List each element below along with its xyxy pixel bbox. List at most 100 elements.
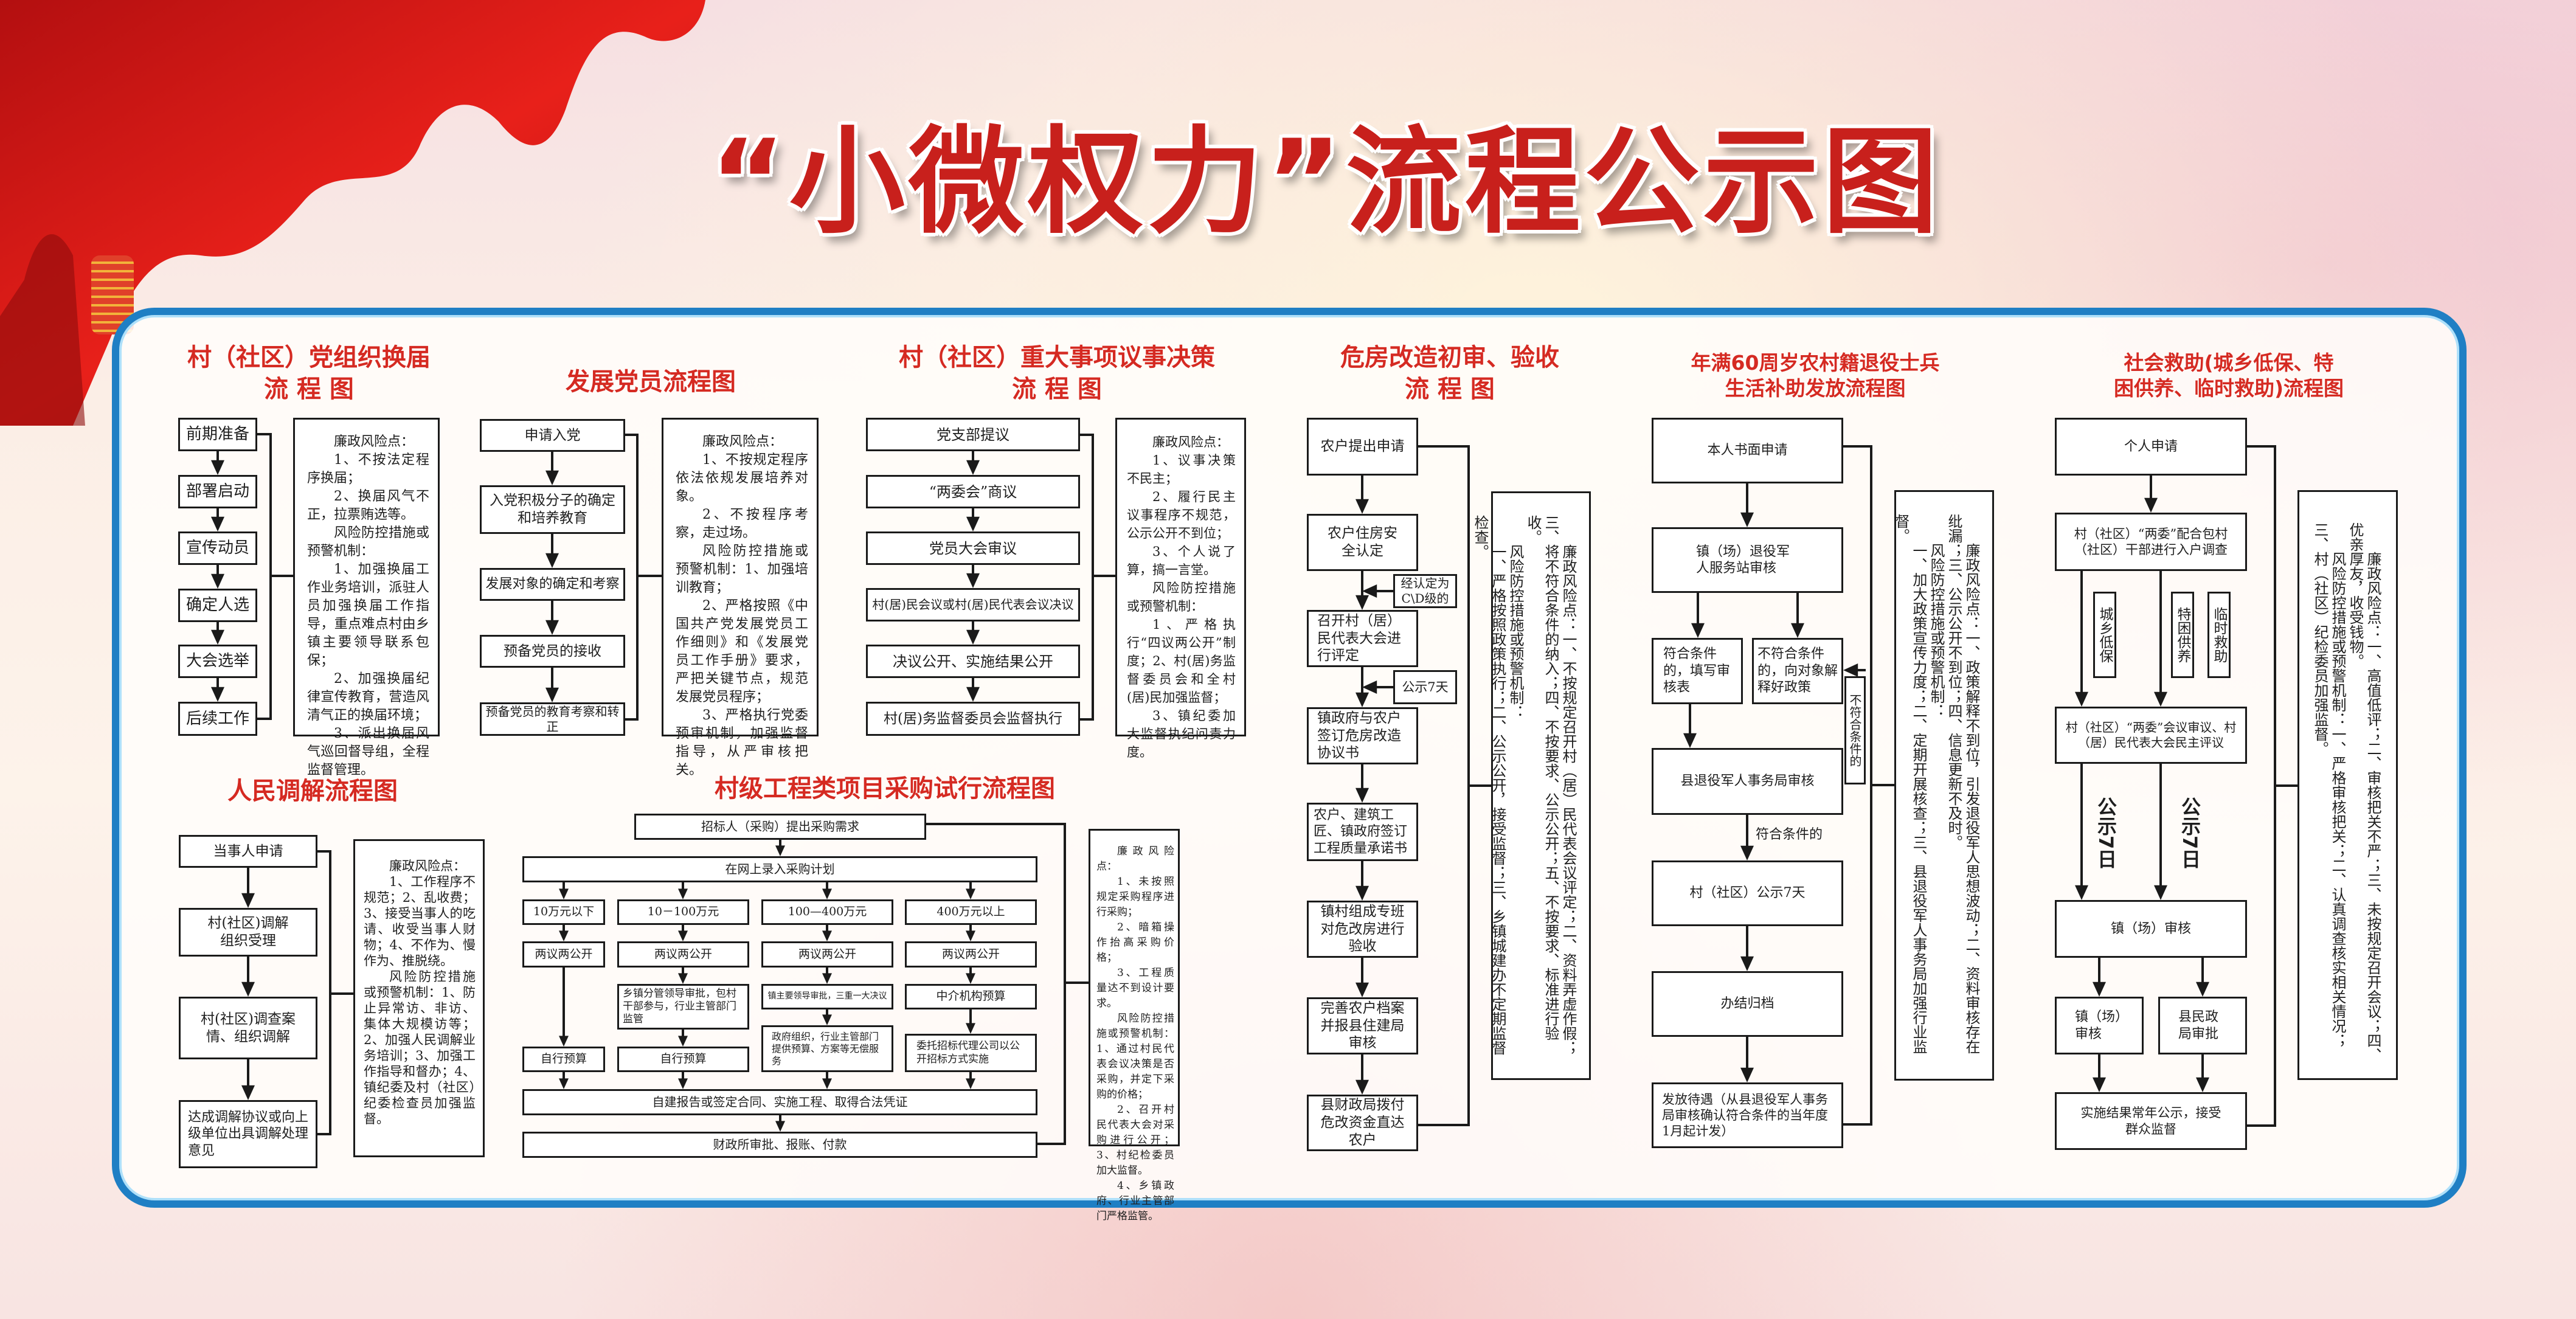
risk-text: 2、换届风气不正，拉票贿选等。 [307,489,429,522]
flow-note: 公示7天 [1393,670,1457,704]
arrow-head-icon [1362,680,1377,694]
arrow-head-icon [211,687,224,702]
flow-step: 本人书面申请 [1652,418,1843,483]
arrow-head-icon [2093,981,2106,997]
flow-step: 发展对象的确定和考察 [480,568,625,601]
section-title-line: 村（社区）党组织换届 [187,344,431,372]
risk-text-vertical: 廉政风险点：一、政策解释不到位，引发退役军人思想波动；二、资料审核存在纰漏；三、… [1892,514,1980,1067]
arrow-head-icon [1356,499,1369,514]
arrow-head-icon [2093,1077,2106,1092]
flow-step: 县民政局审批 [2158,997,2247,1054]
flow-step: 自建报告或签定合同、实施工程、取得合法凭证 [522,1089,1037,1115]
risk-text-vertical: 廉政风险点：一、不按规定召开村（居）民代表会议评定；二、资料弄虚作假；三、将不符… [1471,515,1577,1068]
arrow-head-icon [2154,691,2167,707]
arrow-head-icon [822,1078,832,1089]
risk-text: 风险防控措施或预警机制：1、通过村民代表会议决策是否采购，并定下采购的价格； [1096,1013,1174,1101]
flow-step: 乡镇分管领导审批，包村干部参与，行业主管部门监管 [617,984,749,1030]
section-title: 村（社区）党组织换届 流 程 图 [157,342,461,405]
flow-step: 两议两公开 [617,941,749,968]
arrow-head-icon [822,1014,832,1025]
risk-text: 风险防控措施或预警机制： [1928,543,1945,718]
flow-step: 自行预算 [522,1047,605,1072]
arrow-head-icon [966,930,975,941]
flow-step: 镇主要领导审批，三重一大决议 [761,984,893,1009]
flow-step: 自行预算 [617,1047,749,1072]
bracket-connector [317,850,331,1135]
flow-step: 镇（场）审核 [2055,997,2144,1054]
flow-step: 县财政局拨付危改资金直达农户 [1307,1095,1418,1151]
category-tag: 城乡低保 [2093,592,2116,678]
bracket-connector [1080,434,1094,721]
risk-text: 2、严格按照《中国共产党发展党员工作细则》和《发展党员工作手册》要求，严把关键节… [676,598,808,705]
arrow-head-icon [2075,691,2088,707]
arrow-head-icon [678,1078,688,1089]
risk-text-vertical: 廉政风险点：一、高值低评；二、审核把关不严；三、未按规定召开会议；四、优亲厚友，… [2311,522,2381,1076]
risk-text: 2、加强换届纪律宣传教育，营造风清气正的换届环境； [307,671,429,723]
arrow-head-icon [211,573,224,589]
risk-text: 风险防控措施或预警机制： [307,525,429,559]
arrow-head-icon [678,973,688,984]
arrow-head-icon [545,687,559,702]
arrow-head-icon [1740,512,1754,527]
flow-step: 两议两公开 [905,941,1037,968]
risk-box: 廉政风险点： 1、工作程序不规范；2、乱收费；3、接受当事人的吃请、收受当事人财… [353,839,485,1157]
eligible-label: 符合条件的 [1756,827,1823,842]
arrow-head-icon [1356,885,1369,901]
flow-step: 县退役军人事务局审核 [1652,748,1843,815]
risk-text: 风险防控措施或预警机制： [1507,544,1524,719]
section-title-line: 生活补助发放流程图 [1725,376,1906,400]
arrow-head-icon [1356,595,1369,610]
risk-text: 2、履行民主议事程序不规范，公示公开不到位； [1127,490,1236,541]
risk-text: 3、严格执行党委预审机制，加强监督指导，从严审核把关。 [676,708,808,778]
section-title-line: 年满60周岁农村籍退役士兵 [1691,351,1940,375]
flow-step: 镇政府与农户签订危房改造协议书 [1307,707,1418,764]
arrow-head-icon [1362,584,1377,598]
arrow-head-icon [2196,1077,2209,1092]
arrow-head-icon [545,470,559,485]
publicity-label: 公示7日 [2178,797,2201,869]
section-title: 社会救助(城乡低保、特 困供养、临时救助)流程图 [2086,350,2372,401]
section-title-line: 流 程 图 [264,375,354,403]
flow-step: 确定人选 [178,589,257,622]
arrow-head-icon [1691,623,1705,638]
arrow-head-icon [966,516,980,531]
section-title-line: 危房改造初审、验收 [1340,344,1559,372]
risk-text: 1、未按照规定采购程序进行采购； [1096,876,1174,918]
arrow-head-icon [966,888,975,899]
risk-text: 1、不按规定程序依法依规发展培养对象。 [676,452,808,504]
amount-range: 10－100万元 [617,899,749,925]
flow-step: 前期准备 [178,418,257,451]
flow-step: 村(居)务监督委员会监督执行 [866,702,1080,736]
arrow-head-icon [559,888,569,899]
section-title: 发展党员流程图 [566,368,736,396]
arrow-head-icon [1843,663,1858,677]
risk-text: 廉政风险点：一、高值低评；二、审核把关不严；三、未按规定召开会议；四、优亲厚友，… [2347,522,2381,1062]
risk-text: 4、乡镇政府、行业主管部门严格监管。 [1096,1180,1174,1222]
risk-text: 1、议事决策不民主； [1127,453,1236,486]
flow-step: 农户、建筑工匠、镇政府签订工程质量承诺书 [1307,803,1418,861]
flow-step: 大会选举 [178,645,257,678]
risk-text: 廉政风险点： [702,434,783,449]
arrow-head-icon [545,620,559,635]
risk-text: 1、严格执行“四议两公开”制度；2、村(居)务监督委员会和全村(居)民加强监督； [1127,617,1236,705]
arrow-head-icon [775,1121,785,1132]
risk-text: 风险防控措施或预警机制： [1127,581,1236,614]
arrow-head-icon [678,1036,688,1047]
risk-text: 廉政风险点： [389,859,466,873]
flow-step: 个人申请 [2055,418,2247,476]
arrow-head-icon [1356,1079,1369,1095]
arrow-head-icon [775,845,785,856]
publicity-label: 公示7日 [2094,797,2117,869]
section-title: 村（社区）重大事项议事决策 流 程 图 [874,342,1239,405]
section-title: 危房改造初审、验收 流 程 图 [1316,342,1584,405]
bracket-connector [1418,445,1470,1126]
risk-box: 廉政风险点： 1、未按照规定采购程序进行采购； 2、暗箱操作抬高采购价格； 3、… [1089,829,1180,1222]
amount-range: 10万元以下 [522,899,605,925]
risk-box: 廉政风险点： 1、议事决策不民主； 2、履行民主议事程序不规范，公示公开不到位；… [1115,418,1246,760]
bracket-connector [2247,445,2276,1127]
risk-text: 2、暗箱操作抬高采购价格； [1096,921,1174,964]
arrow-head-icon [1356,982,1369,997]
risk-text: 风险防控措施或预警机制：1、加强培训教育； [676,544,808,595]
risk-box: 廉政风险点：一、政策解释不到位，引发退役军人思想波动；二、资料审核存在纰漏；三、… [1892,490,1994,1081]
bracket-connector [257,433,272,720]
